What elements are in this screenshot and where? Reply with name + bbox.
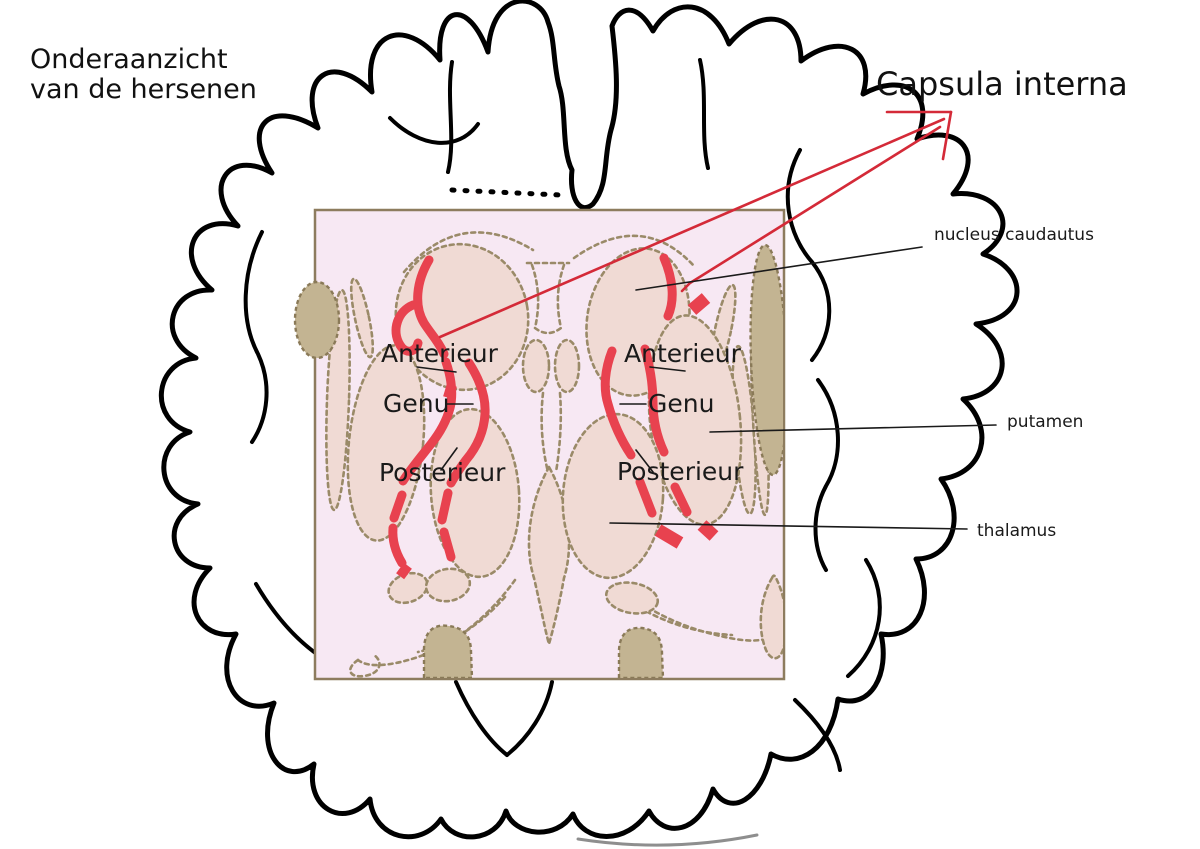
posterieur-right-label: Posterieur [617,457,744,486]
figure-labels: Onderaanzicht van de hersenen Capsula in… [30,44,1128,541]
label-leader-lines [416,246,997,530]
insula-left-solid [293,280,341,360]
teardrop-right [759,574,783,660]
sulcus-line [446,60,454,174]
ventricle-roof-arc-right [572,234,696,268]
thalamus-label: thalamus [977,521,1056,541]
capsule-dash [439,527,456,562]
capsule-stroke-inner [600,346,636,460]
bottom-solid-right [617,626,665,678]
sulcus-line [698,58,710,170]
capsule-stroke-outer [446,358,490,488]
capsula-interna-arrow [438,110,953,339]
fissure-dotted-line [449,187,563,198]
thalamus-right [561,412,665,580]
anterieur-right-label: Anterieur [624,339,742,368]
leader-anterieur-left [416,366,457,373]
sulcus-line [813,378,840,572]
posterieur-left-label: Posterieur [379,458,506,487]
midbrain-notch-left [454,680,509,757]
fornix-oval-left [521,338,551,394]
leader-posterieur-left [440,447,458,471]
genu-right-label: Genu [648,389,714,418]
genu-left-label: Genu [383,389,449,418]
capsule-dash [635,477,657,518]
capsule-dot [396,562,412,580]
septum-side-right [556,263,566,330]
capsule-knob [687,293,711,315]
leader-anterieur-right [649,366,686,372]
septum-bottom-flare [533,326,563,335]
capsule-stroke-hook [391,300,423,356]
caudate-tail-oval [604,581,660,615]
leader-posterieur-right [635,449,654,473]
capsule-stroke-outer [640,344,669,457]
ventricle-roof-arc-left [402,231,535,274]
leader-nucleus-caudatus [635,246,923,291]
bottom-solid-left [422,624,474,678]
insula-right-solid [749,243,783,477]
arrow-shaft-short [680,125,942,293]
sulcus-line [846,558,882,678]
capsule-dash [388,523,407,568]
wing-left-curl [349,653,381,678]
third-ventricle-left-wall [540,391,550,474]
caudate-tail-oval [424,567,472,603]
putamen-label: putamen [1007,412,1083,432]
capsule-dash [437,488,453,525]
wing-left-inner [416,595,507,654]
sulcus-line [793,698,842,772]
leader-putamen [709,424,997,433]
capsule-stroke-anterior [659,253,677,321]
capsula-interna-label: Capsula interna [876,65,1128,103]
capsule-dash [389,490,407,523]
thalamus-left [429,407,521,579]
claustrum-strip-left-upper [349,277,375,359]
sulcus-line [243,230,269,444]
third-ventricle-right-wall [554,391,563,474]
sulcus-line [388,116,480,145]
capsule-diamond [697,520,719,541]
capsule-marks-left [388,255,490,580]
figure-title-line1: Onderaanzicht [30,44,228,75]
midbrain-notch-right [505,680,554,757]
nucleus-caudatus-label: nucleus caudautus [934,225,1094,245]
capsule-marks-right [600,253,719,549]
anterieur-left-label: Anterieur [381,339,499,368]
capsule-blob [654,524,684,549]
arrow-barb-side [941,110,953,161]
capsule-dash [670,482,692,517]
figure-title-line2: van de hersenen [30,74,257,105]
capsule-stroke-anterior [413,255,449,359]
capsule-stroke-main [398,357,457,486]
brainstem-base-arc [576,833,759,847]
leader-thalamus [609,522,968,530]
fornix-oval-right [553,338,581,394]
arrow-shaft-long [438,117,946,339]
wing-left-outer [356,578,517,667]
